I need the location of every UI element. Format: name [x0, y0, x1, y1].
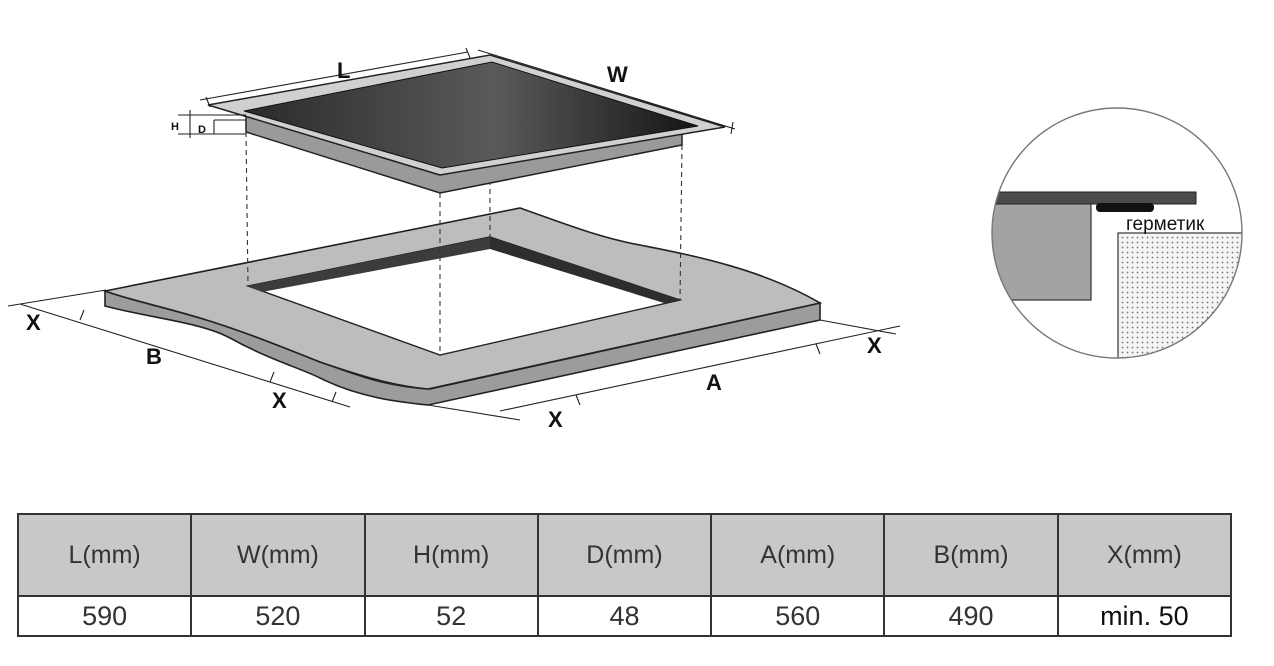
projection-lines: [245, 131, 683, 355]
label-X-right: X: [867, 333, 882, 358]
table-header-row: L(mm) W(mm) H(mm) D(mm) A(mm) B(mm) X(mm…: [16, 513, 1233, 597]
table-row: 590 520 52 48 560 490 min. 50: [16, 595, 1233, 637]
label-W: W: [607, 62, 628, 87]
header-W: W(mm): [190, 513, 366, 597]
label-D: D: [198, 124, 206, 136]
value-W: 520: [190, 595, 366, 637]
value-H: 52: [363, 595, 539, 637]
label-X-bottom: X: [548, 407, 563, 432]
value-A: 560: [710, 595, 886, 637]
value-L: 590: [16, 595, 193, 637]
dimensions-table: L(mm) W(mm) H(mm) D(mm) A(mm) B(mm) X(mm…: [16, 513, 1233, 637]
header-X: X(mm): [1056, 513, 1233, 597]
sealant-label: герметик: [1126, 214, 1205, 235]
value-X: min. 50: [1056, 595, 1233, 637]
cooktop: [207, 54, 726, 194]
header-L: L(mm): [16, 513, 193, 597]
dimension-labels: L W H D X B X A X X: [26, 58, 882, 432]
installation-diagram: L W H D X B X A X X герметик: [7, 47, 1243, 432]
label-A: A: [706, 370, 722, 395]
label-H: H: [171, 121, 179, 133]
header-D: D(mm): [536, 513, 713, 597]
label-L: L: [337, 58, 350, 83]
value-B: 490: [883, 595, 1059, 637]
label-B: B: [146, 344, 162, 369]
header-B: B(mm): [883, 513, 1059, 597]
header-H: H(mm): [363, 513, 539, 597]
value-D: 48: [536, 595, 713, 637]
header-A: A(mm): [710, 513, 886, 597]
label-X-bottom-left: X: [272, 388, 287, 413]
sealant-detail: герметик: [991, 107, 1243, 359]
label-X-left: X: [26, 310, 41, 335]
dimension-lines: [7, 47, 901, 421]
